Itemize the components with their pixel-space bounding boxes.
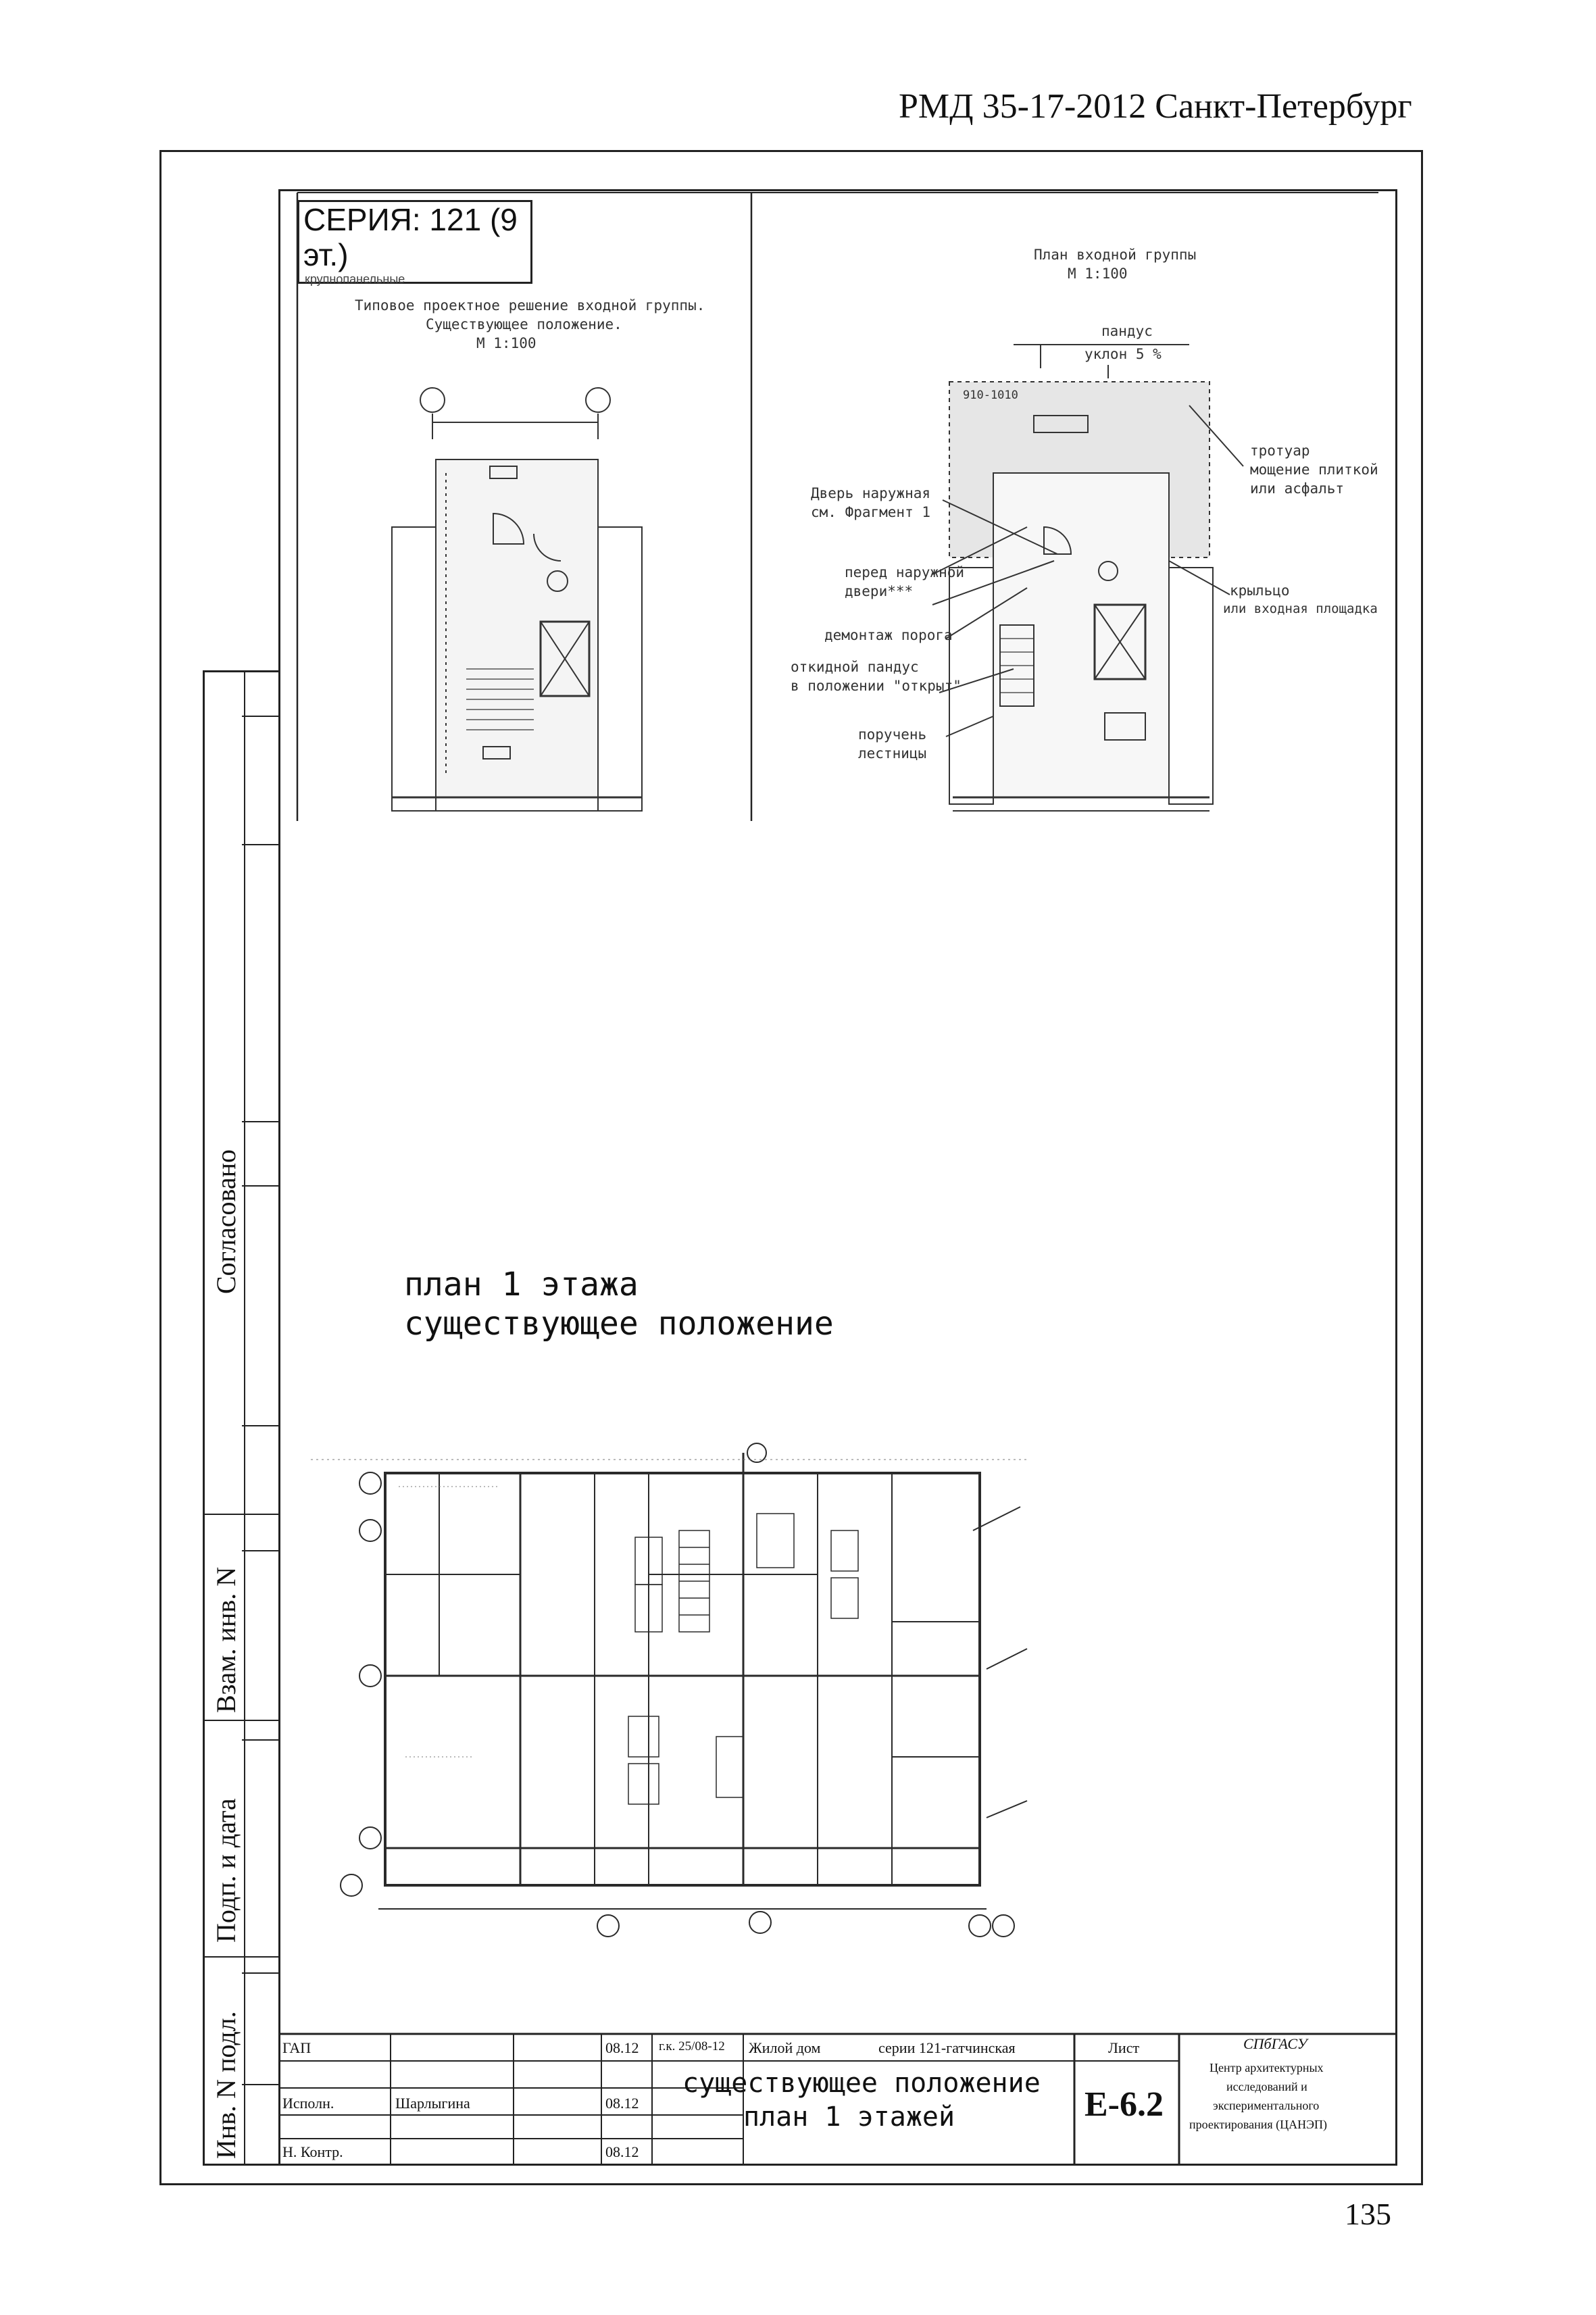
series-box: СЕРИЯ: 121 (9 эт.) крупнопанельные [297,200,532,286]
right-drawing-scale: М 1:100 [1068,266,1128,282]
callout-ramp: пандус [1101,323,1153,339]
page-number: 135 [1345,2197,1391,2231]
tb-date-2: 08.12 [605,2095,639,2112]
tb-role-3: Н. Контр. [282,2143,343,2160]
callout-pavement3: или асфальт [1250,480,1345,497]
plan-title: план 1 этажа существующее положение [404,1265,834,1343]
callout-fold-ramp: откидной пандус [791,659,919,675]
tb-project-code: г.к. 25/08-12 [659,2039,725,2053]
tb-sheet-title-2: план 1 этажей [743,2101,955,2133]
tb-sheet-title-1: существующее положение [682,2068,1041,2099]
callout-pavement2: мощение плиткой [1250,462,1378,478]
plan-title-line2: существующее положение [404,1305,834,1343]
callout-door: Дверь наружная [811,485,931,501]
side-stamp-grid [242,716,278,2085]
callout-pavement: тротуар [1250,443,1310,459]
tb-org-1: СПбГАСУ [1243,2035,1307,2052]
callout-ramp-door: перед наружной [845,564,965,580]
tb-org-2: Центр архитектурных [1210,2061,1324,2074]
tb-org-3: исследований и [1226,2080,1307,2093]
tb-org-4: экспериментального [1213,2099,1320,2112]
callout-slope: уклон 5 % [1084,346,1162,362]
callout-door-ref: см. Фрагмент 1 [811,504,931,520]
plan-title-line1: план 1 этажа [404,1266,639,1303]
callout-rail2: лестницы [858,745,927,762]
tb-date-3: 08.12 [605,2143,639,2160]
callout-threshold: демонтаж порога [824,627,953,643]
callout-rail: поручень [858,726,927,743]
callout-ramp-door2: двери*** [845,583,914,599]
title-block-lines [278,2033,1397,2166]
left-drawing-title: Типовое проектное решение входной группы… [355,297,705,314]
tb-sheet-number: Е-6.2 [1084,2085,1164,2124]
tb-project-series: серии 121-гатчинская [878,2039,1016,2056]
outer-frame [159,150,1423,2185]
right-drawing-title: План входной группы [1034,247,1197,263]
callout-porch2: или входная площадка [1223,601,1378,616]
side-stamp: Согласовано Взам. инв. N Подп. и дата Ин… [203,670,278,2166]
left-drawing-subtitle: Существующее положение. [426,316,622,332]
floor-plan [311,1443,1028,1937]
right-entrance-plan [932,344,1244,812]
left-stair-plan [391,387,643,812]
tb-role-2: Исполн. [282,2095,334,2112]
callout-fold-ramp2: в положении "открыт" [791,678,962,694]
left-drawing-scale: М 1:100 [476,335,537,351]
tb-date-1: 08.12 [605,2039,639,2056]
callout-porch: крыльцо [1230,582,1290,599]
drawing-frame [278,189,1397,2166]
tb-project-name: Жилой дом [749,2039,821,2056]
tb-name-2: Шарлыгина [395,2095,470,2112]
tb-role-1: ГАП [282,2039,311,2056]
tb-org-5: проектирования (ЦАНЭП) [1189,2118,1328,2131]
tb-sheet-label: Лист [1108,2039,1140,2056]
document-code: РМД 35-17-2012 Санкт-Петербург [899,87,1412,126]
series-type: крупнопанельные [305,272,405,286]
callout-dim: 910-1010 [963,389,1018,402]
series-label: СЕРИЯ: 121 (9 эт.) [303,202,518,272]
